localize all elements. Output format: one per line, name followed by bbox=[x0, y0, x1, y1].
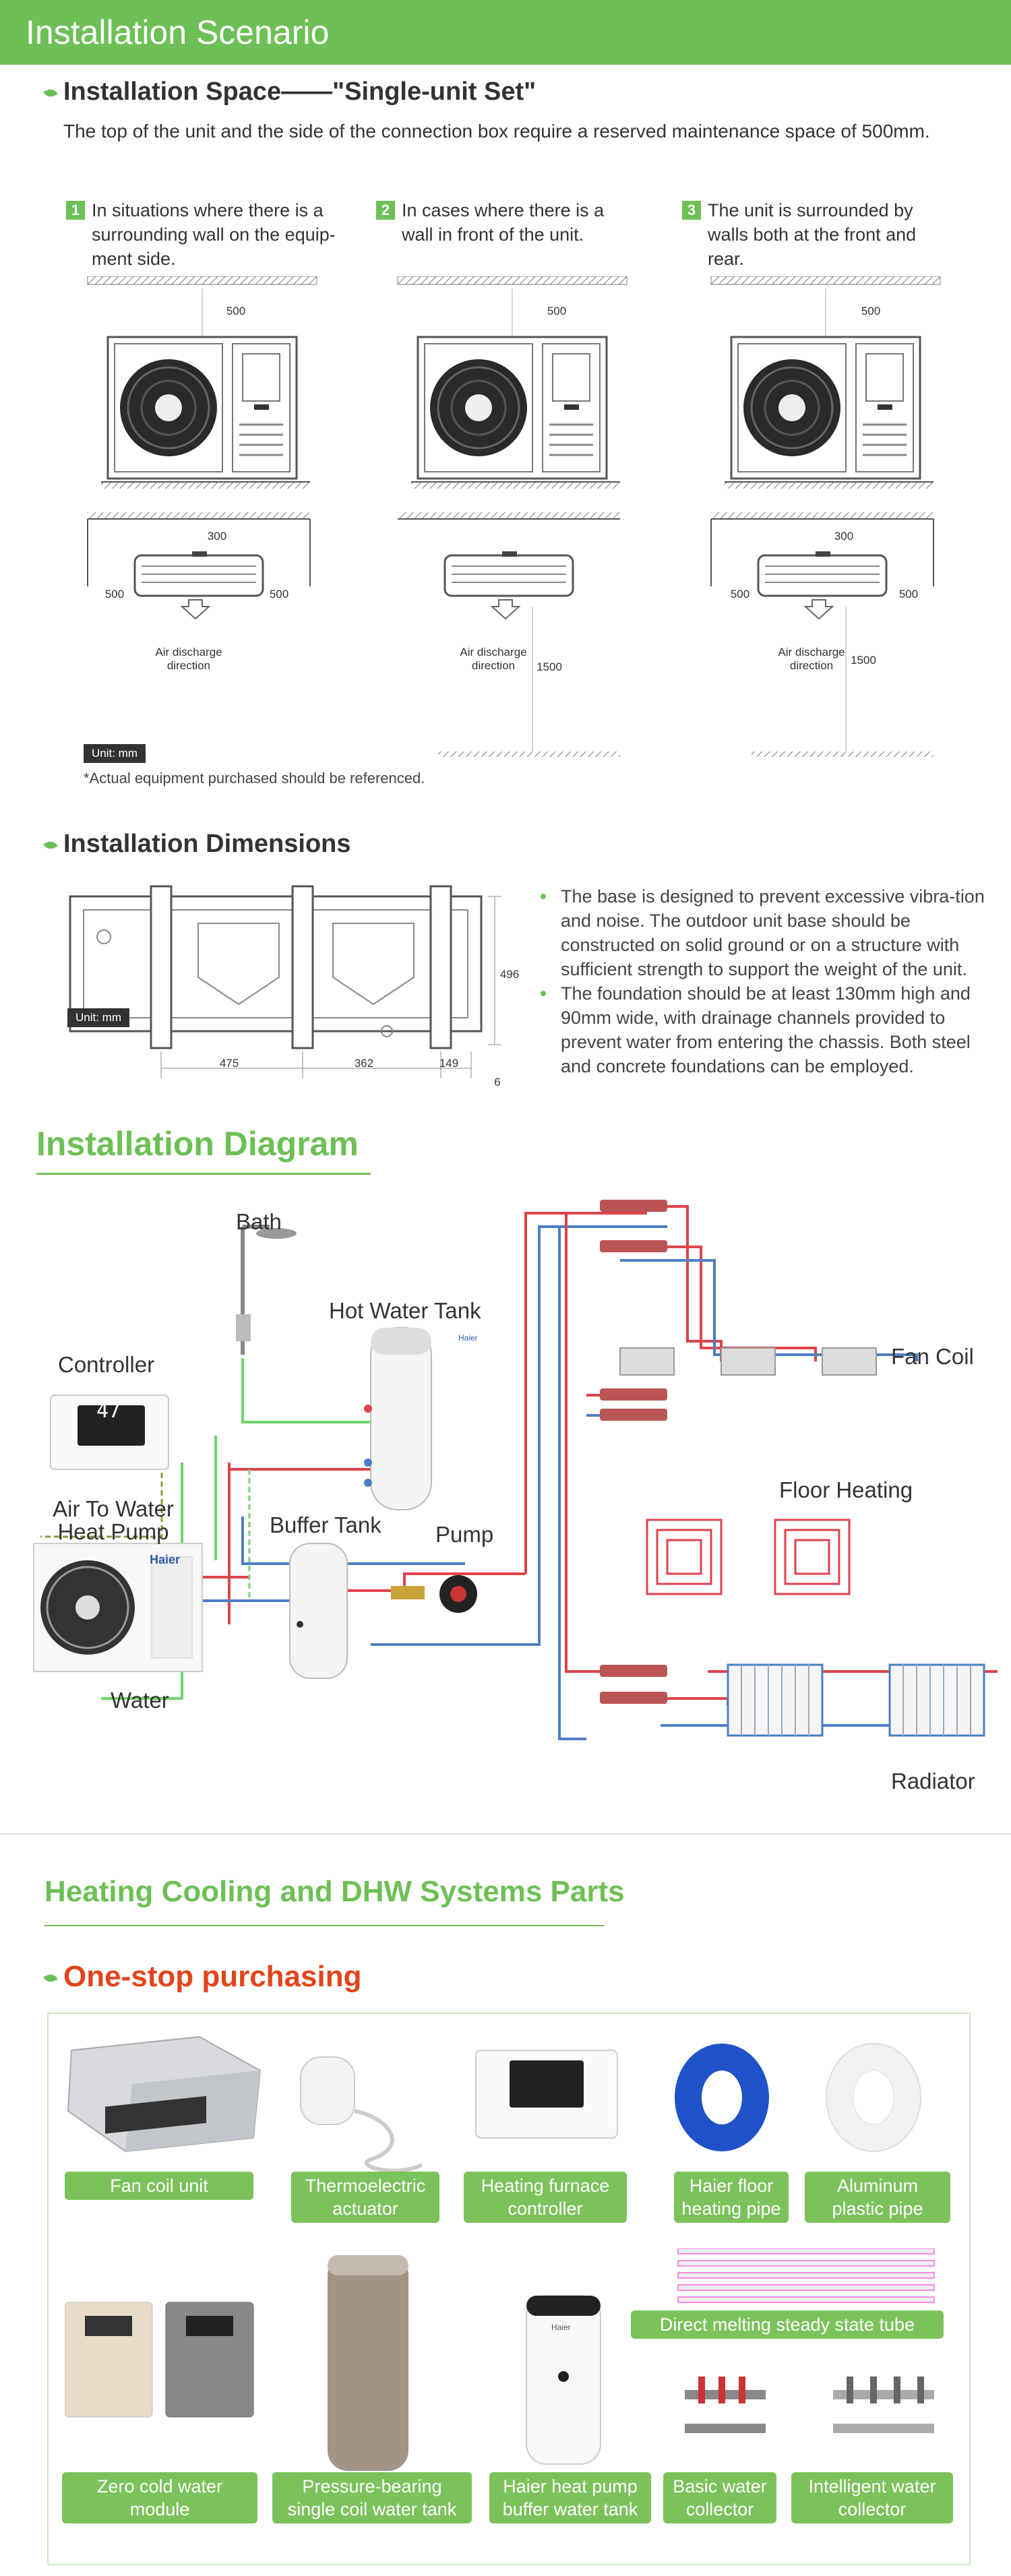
dim-label: 500 bbox=[861, 305, 881, 317]
dim-label: 1500 bbox=[851, 654, 876, 667]
case-number: 2 bbox=[376, 201, 395, 220]
banner-title: Installation Scenario bbox=[26, 13, 330, 51]
leaf-icon bbox=[43, 838, 58, 852]
part-label-tube: Direct melting steady state tube bbox=[631, 2310, 944, 2339]
dim-label: 362 bbox=[354, 1057, 374, 1070]
heading-underline bbox=[44, 1925, 604, 1926]
pipe-white-image bbox=[826, 2043, 921, 2152]
section-divider bbox=[0, 1833, 1011, 1835]
dim-label: 500 bbox=[730, 588, 750, 601]
installation-space-drawings bbox=[86, 276, 942, 757]
installation-dimensions-heading: Installation Dimensions bbox=[43, 828, 351, 860]
case-number: 1 bbox=[66, 201, 85, 220]
label-bath: Bath bbox=[236, 1209, 282, 1234]
tube-image bbox=[677, 2248, 935, 2303]
dim-label: 500 bbox=[104, 588, 125, 601]
case-number: 3 bbox=[682, 201, 701, 220]
space-note: *Actual equipment purchased should be re… bbox=[84, 770, 425, 787]
label-radiator: Radiator bbox=[891, 1769, 975, 1793]
actuator-image bbox=[300, 2056, 423, 2173]
controller-display: 47 bbox=[96, 1399, 121, 1423]
actuator-brand: Haier bbox=[375, 2088, 399, 2099]
bullet-item: The base is designed to prevent excessiv… bbox=[537, 884, 988, 981]
controller-image bbox=[475, 2050, 618, 2139]
heat-pump-brand: Haier bbox=[150, 1553, 181, 1566]
dim-label: 149 bbox=[439, 1057, 459, 1070]
part-label-fan-coil: Fan coil unit bbox=[65, 2172, 253, 2200]
leaf-icon bbox=[43, 1972, 58, 1985]
dimension-drawing bbox=[69, 885, 501, 1078]
fan-coil-image bbox=[67, 2035, 262, 2153]
pressure-tank-image bbox=[328, 2255, 408, 2471]
one-stop-heading: One-stop purchasing bbox=[43, 1960, 361, 1994]
dim-label: 500 bbox=[269, 588, 289, 601]
installation-space-heading: Installation Space——"Single-unit Set" bbox=[43, 75, 536, 108]
intelligent-collector-image bbox=[833, 2376, 934, 2433]
parts-heading: Heating Cooling and DHW Systems Parts bbox=[44, 1875, 625, 1908]
zero-cold-water-module-image bbox=[65, 2302, 254, 2418]
dim-label: 500 bbox=[898, 588, 919, 601]
label-water: Water bbox=[111, 1688, 169, 1713]
dim-label: 300 bbox=[834, 530, 854, 543]
pipe-blue-image bbox=[675, 2044, 769, 2151]
parts-row1-images bbox=[67, 2035, 921, 2173]
leaf-icon bbox=[43, 86, 58, 100]
label-floor-heating: Floor Heating bbox=[779, 1477, 913, 1502]
space-description: The top of the unit and the side of the … bbox=[63, 121, 930, 142]
dim-label: 300 bbox=[207, 530, 227, 543]
heading-underline bbox=[36, 1173, 371, 1175]
label-buffer-tank: Buffer Tank bbox=[270, 1512, 381, 1537]
tank-brand: Haier bbox=[458, 1333, 478, 1343]
dim-label: 500 bbox=[547, 305, 567, 317]
parts-row2-images bbox=[65, 2248, 935, 2471]
buffer-tank-brand: Haier bbox=[551, 2323, 571, 2332]
installation-diagram bbox=[33, 1200, 998, 1740]
installation-diagram-heading: Installation Diagram bbox=[36, 1125, 359, 1163]
dim-label: 500 bbox=[226, 305, 246, 317]
dim-label: 6 bbox=[494, 1076, 501, 1088]
label-hot-water-tank: Hot Water Tank bbox=[329, 1298, 481, 1323]
buffer-water-tank-image bbox=[526, 2295, 601, 2465]
dimensions-bullets: The base is designed to prevent excessiv… bbox=[537, 884, 988, 1078]
dim-label: 496 bbox=[499, 968, 520, 981]
parts-panel bbox=[47, 2013, 971, 2565]
basic-collector-image bbox=[685, 2376, 766, 2433]
label-pump: Pump bbox=[435, 1522, 494, 1547]
bullet-item: The foundation should be at least 130mm … bbox=[537, 981, 988, 1078]
dim-label: 1500 bbox=[537, 661, 562, 673]
section-banner: Installation Scenario bbox=[0, 0, 1011, 65]
label-fan-coil: Fan Coil bbox=[891, 1344, 974, 1369]
dim-label: 475 bbox=[219, 1057, 239, 1070]
label-controller: Controller bbox=[58, 1352, 155, 1377]
unit-badge: Unit: mm bbox=[84, 744, 146, 763]
unit-badge: Unit: mm bbox=[67, 1008, 129, 1027]
